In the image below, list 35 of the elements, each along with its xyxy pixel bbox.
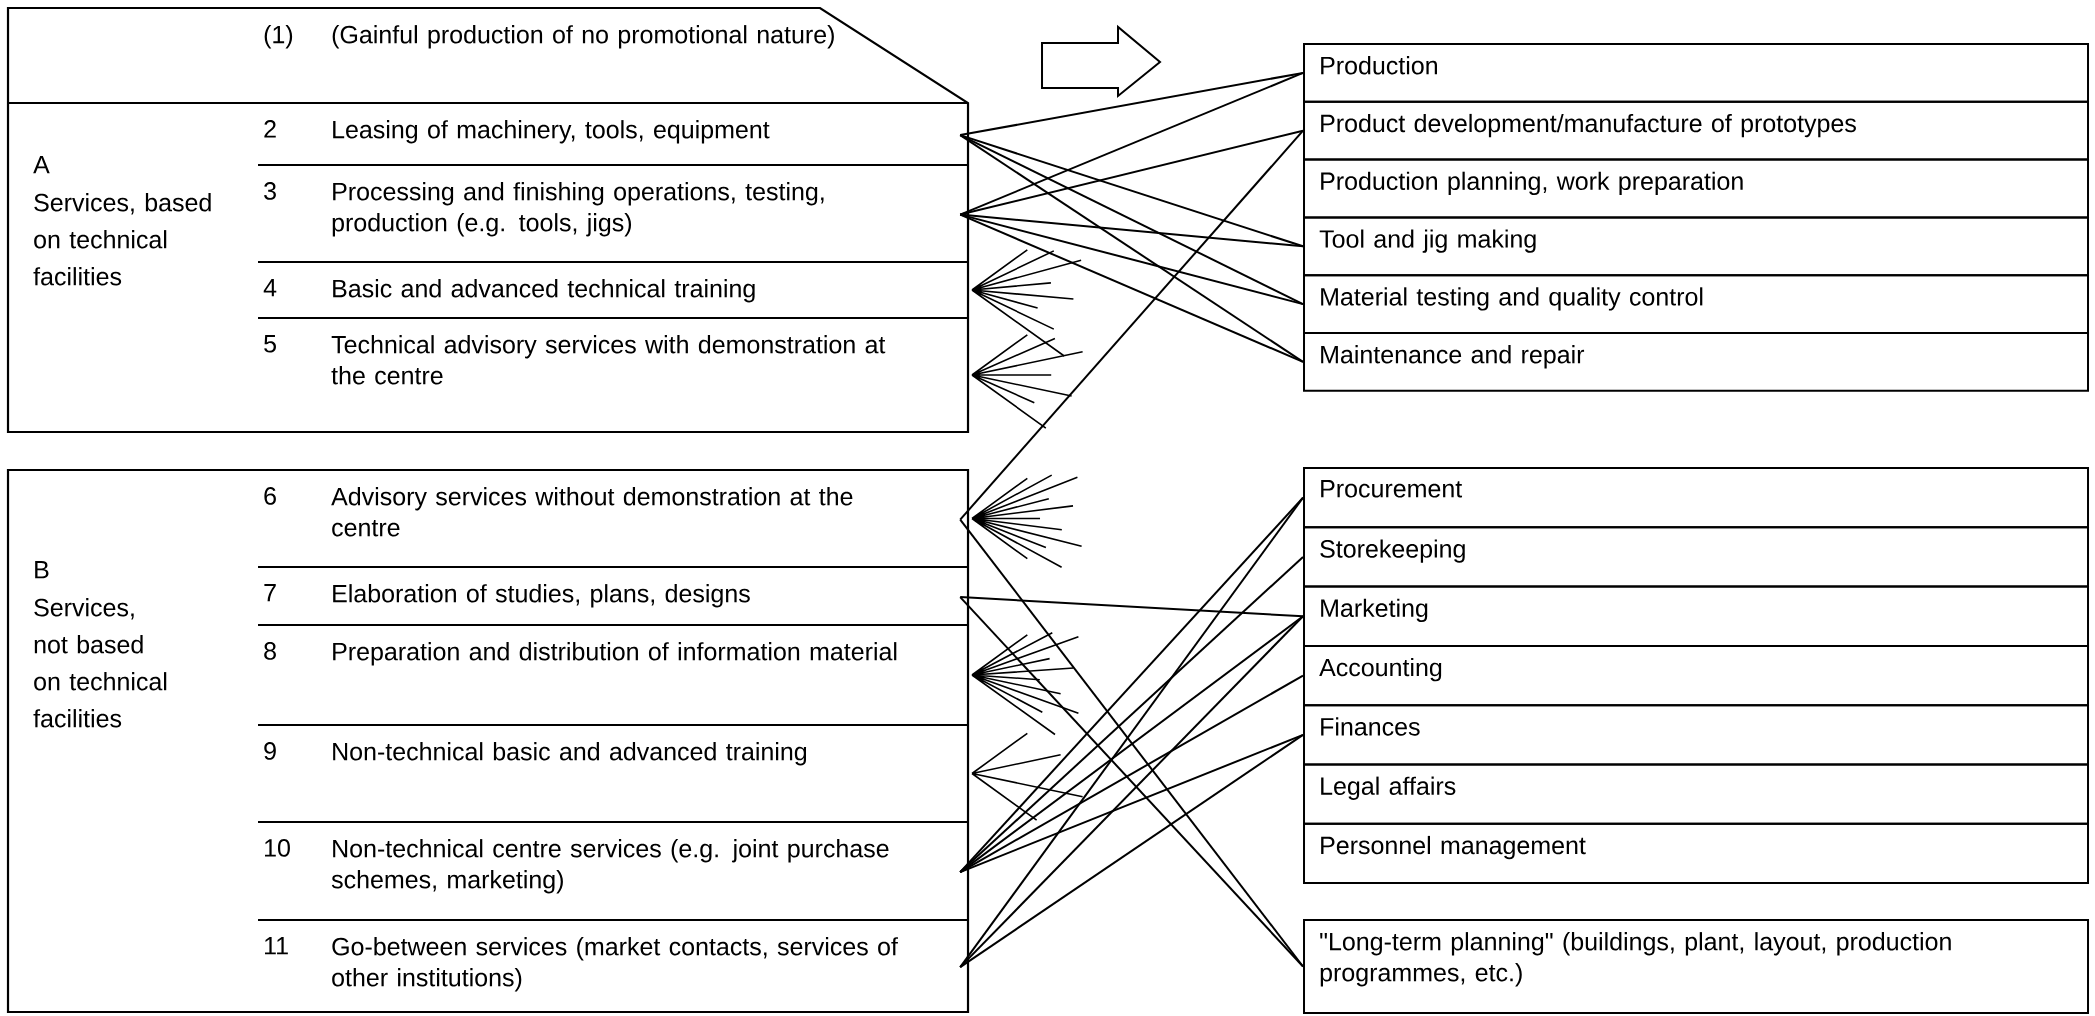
service-row: 10 Non-technical centre services (e.g. joint purchase schemes, marketing) [257,839,969,921]
function-box: "Long-term planning" (buildings, plant, layout, production programmes, etc.) [1303,919,2089,1014]
function-box: Tool and jig making [1303,216,2089,277]
function-box: Product development/manufacture of prototypes [1303,100,2089,161]
function-box: Material testing and quality control [1303,274,2089,334]
connector-line [959,733,1304,874]
service-row: 2 Leasing of machinery, tools, equipment [257,120,969,166]
service-row: 9 Non-technical basic and advanced training [257,742,969,823]
function-box: Legal affairs [1303,763,2089,825]
connector-line [959,71,1304,137]
service-row: 11 Go-between services (market contacts, services of other institutions) [265,937,898,992]
connector-line [959,733,1304,969]
function-box: Procurement [1303,467,2089,529]
service-row: 8 Preparation and distribution of information material [257,642,969,726]
service-row: (1) (Gainful production of no promotional nature) [7,25,969,104]
service-row: 5 Technical advisory services with demonstration at the centre [264,335,886,385]
function-box: Marketing [1303,585,2089,647]
function-box: Finances [1303,704,2089,766]
connector-line [959,213,1304,363]
function-box: Storekeeping [1303,526,2089,588]
connector-line [959,596,1304,618]
function-box: Maintenance and repair [1303,332,2089,392]
connector-line [959,129,1304,521]
service-row: 3 Processing and finishing operations, testing, production (e.g. tools, jigs) [257,182,969,263]
connector-line [959,555,1304,874]
service-row: 7 Elaboration of studies, plans, designs [257,584,969,626]
function-box: Accounting [1303,644,2089,707]
function-box: Production planning, work preparation [1303,158,2089,219]
connector-line [959,134,1304,363]
connector-line [959,134,1304,248]
service-row: 6 Advisory services without demonstration at the centre [257,487,969,568]
connector-line [959,129,1304,216]
function-box: Personnel management [1303,822,2089,885]
service-row: 4 Basic and advanced technical training [257,279,969,319]
function-box: Production [1303,43,2089,103]
